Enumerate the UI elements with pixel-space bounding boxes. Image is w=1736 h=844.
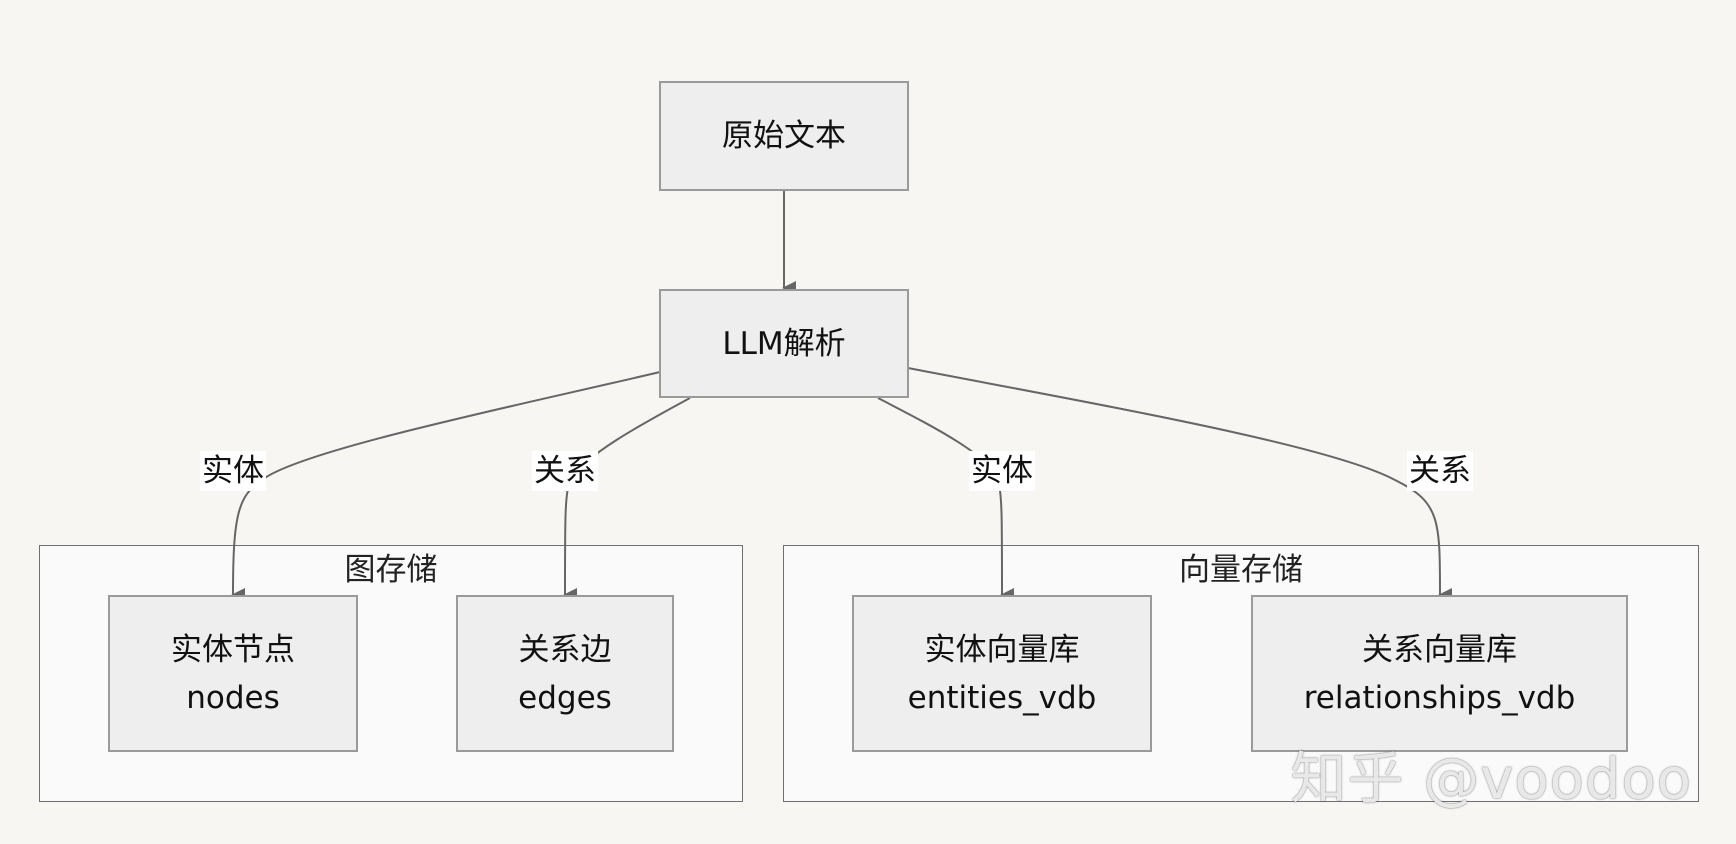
entity-vdb-sublabel: entities_vdb — [907, 679, 1097, 716]
edge-llm-to-entity-nodes — [231, 371, 661, 603]
edge-label-relation-2: 关系 — [1407, 451, 1473, 491]
raw-text-label: 原始文本 — [722, 118, 846, 154]
relation-vdb-label: 关系向量库 — [1362, 631, 1517, 668]
watermark-text: 知乎 @voodoo — [1290, 747, 1692, 812]
llm-parse-node[interactable]: LLM解析 — [659, 289, 909, 398]
edge-llm-to-relation-vdb — [907, 367, 1453, 602]
entity-nodes-label: 实体节点 — [171, 631, 295, 668]
relation-edges-sublabel: edges — [518, 679, 612, 716]
entity-vdb-node[interactable]: 实体向量库 entities_vdb — [852, 595, 1152, 752]
relation-edges-label: 关系边 — [518, 631, 612, 668]
raw-text-node[interactable]: 原始文本 — [659, 81, 909, 191]
edge-label-entity-1: 实体 — [200, 451, 266, 491]
edge-label-entity-2: 实体 — [969, 451, 1035, 491]
edge-label-relation-1: 关系 — [532, 451, 598, 491]
entity-nodes-node[interactable]: 实体节点 nodes — [108, 595, 358, 752]
relation-vdb-sublabel: relationships_vdb — [1303, 679, 1576, 716]
graph-storage-title: 图存储 — [344, 552, 438, 588]
edge-llm-to-relation-edges — [563, 397, 691, 603]
llm-parse-label: LLM解析 — [722, 325, 846, 362]
edge-llm-to-entity-vdb — [877, 397, 1015, 602]
entity-nodes-sublabel: nodes — [186, 679, 280, 716]
entity-vdb-label: 实体向量库 — [924, 631, 1080, 668]
relation-edges-node[interactable]: 关系边 edges — [456, 595, 674, 752]
relation-vdb-node[interactable]: 关系向量库 relationships_vdb — [1251, 595, 1628, 752]
vector-storage-title: 向量存储 — [1179, 552, 1303, 588]
